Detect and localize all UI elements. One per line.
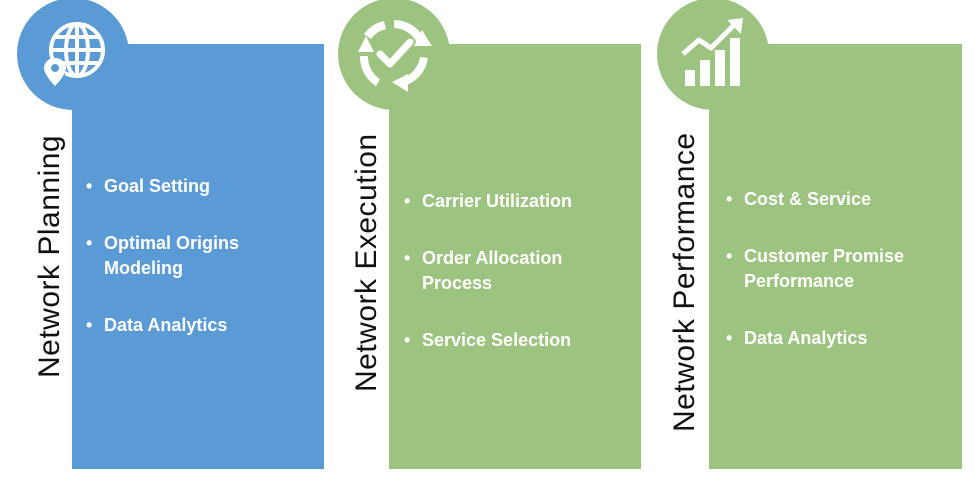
panel-title: Network Performance	[668, 132, 701, 432]
bullet-list: Carrier Utilization Order Allocation Pro…	[404, 189, 634, 353]
list-item: Data Analytics	[726, 326, 956, 351]
globe-location-icon	[44, 22, 105, 86]
refresh-check-icon	[358, 19, 432, 92]
panel-title: Network Execution	[350, 133, 383, 392]
list-item: Optimal Origins Modeling	[86, 231, 264, 281]
icon-circle	[657, 0, 769, 110]
list-item: Customer Promise Performance	[726, 244, 934, 294]
bullet-list: Goal Setting Optimal Origins Modeling Da…	[86, 174, 316, 338]
list-item: Order Allocation Process	[404, 246, 582, 296]
icon-circle	[338, 0, 450, 110]
list-item: Cost & Service	[726, 187, 956, 212]
bullet-list: Cost & Service Customer Promise Performa…	[726, 187, 956, 351]
growth-chart-icon	[681, 18, 743, 86]
list-item: Data Analytics	[86, 313, 316, 338]
list-item: Goal Setting	[86, 174, 316, 199]
icon-circle	[17, 0, 129, 110]
panel-title: Network Planning	[33, 134, 66, 378]
list-item: Carrier Utilization	[404, 189, 634, 214]
list-item: Service Selection	[404, 328, 634, 353]
